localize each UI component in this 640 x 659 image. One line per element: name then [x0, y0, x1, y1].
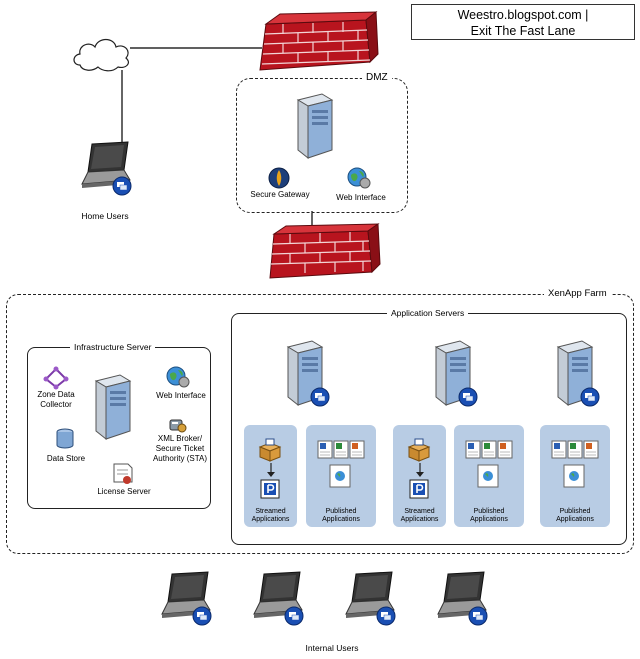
- arrow-down-icon: [416, 463, 424, 477]
- zone-data-collector-label: Zone Data Collector: [37, 390, 75, 409]
- documents-icon: [465, 440, 513, 488]
- app-server-1-icon: [286, 340, 330, 407]
- infra-web-interface-label: Web Interface: [156, 391, 206, 400]
- tile-label: Published Applications: [556, 508, 594, 523]
- dmz-web-interface-label: Web Interface: [336, 193, 386, 202]
- published-apps-tile-2: Published Applications: [454, 425, 524, 527]
- internal-user-laptop-4-icon: [437, 571, 488, 626]
- internal-user-laptop-3-icon: [345, 571, 396, 626]
- package-icon: [258, 438, 282, 462]
- published-app-icon: [409, 479, 429, 499]
- tile-label: Published Applications: [470, 508, 508, 523]
- internal-user-laptop-1-icon: [161, 571, 212, 626]
- published-app-icon: [260, 479, 280, 499]
- firewall-top-icon: [259, 10, 379, 71]
- secure-gateway-icon: [268, 167, 290, 189]
- xenapp-farm-title: XenApp Farm: [544, 289, 611, 299]
- app-server-2-icon: [434, 340, 478, 407]
- dmz-zone: [236, 78, 408, 213]
- xml-broker-icon: [169, 419, 187, 433]
- firewall-bottom-icon: [269, 223, 381, 279]
- license-server-icon: [113, 463, 133, 484]
- documents-icon: [551, 440, 599, 488]
- documents-icon: [317, 440, 365, 488]
- tile-label: Streamed Applications: [251, 508, 290, 523]
- blog-line-2: Exit The Fast Lane: [470, 24, 576, 38]
- published-apps-tile-1: Published Applications: [306, 425, 376, 527]
- internal-user-laptop-2-icon: [253, 571, 304, 626]
- blog-banner: Weestro.blogspot.com | Exit The Fast Lan…: [411, 4, 635, 40]
- dmz-web-interface-icon: [347, 167, 371, 189]
- application-servers-title: Application Servers: [387, 308, 469, 318]
- streamed-apps-tile-2: Streamed Applications: [393, 425, 446, 527]
- data-store-label: Data Store: [46, 454, 86, 463]
- package-icon: [407, 438, 431, 462]
- app-server-3-icon: [556, 340, 600, 407]
- infrastructure-server-icon: [94, 374, 132, 441]
- internet-cloud-icon: [73, 38, 130, 72]
- dmz-server-icon: [296, 93, 334, 160]
- license-server-label: License Server: [97, 487, 151, 496]
- arrow-down-icon: [267, 463, 275, 477]
- home-user-laptop-icon: [81, 141, 132, 196]
- tile-label: Streamed Applications: [400, 508, 439, 523]
- published-apps-tile-3: Published Applications: [540, 425, 610, 527]
- internal-users-label: Internal Users: [305, 643, 359, 653]
- infra-web-interface-icon: [166, 366, 190, 388]
- secure-gateway-label: Secure Gateway: [250, 190, 310, 199]
- streamed-apps-tile-1: Streamed Applications: [244, 425, 297, 527]
- infrastructure-server-title: Infrastructure Server: [70, 342, 156, 352]
- xml-broker-label: XML Broker/ Secure Ticket Authority (STA…: [152, 434, 208, 463]
- dmz-title: DMZ: [362, 73, 392, 83]
- tile-label: Published Applications: [322, 508, 360, 523]
- zone-data-collector-icon: [43, 366, 69, 390]
- blog-line-1: Weestro.blogspot.com |: [457, 8, 589, 22]
- home-users-label: Home Users: [81, 211, 129, 221]
- xenapp-farm-zone: [6, 294, 634, 554]
- data-store-icon: [56, 428, 74, 449]
